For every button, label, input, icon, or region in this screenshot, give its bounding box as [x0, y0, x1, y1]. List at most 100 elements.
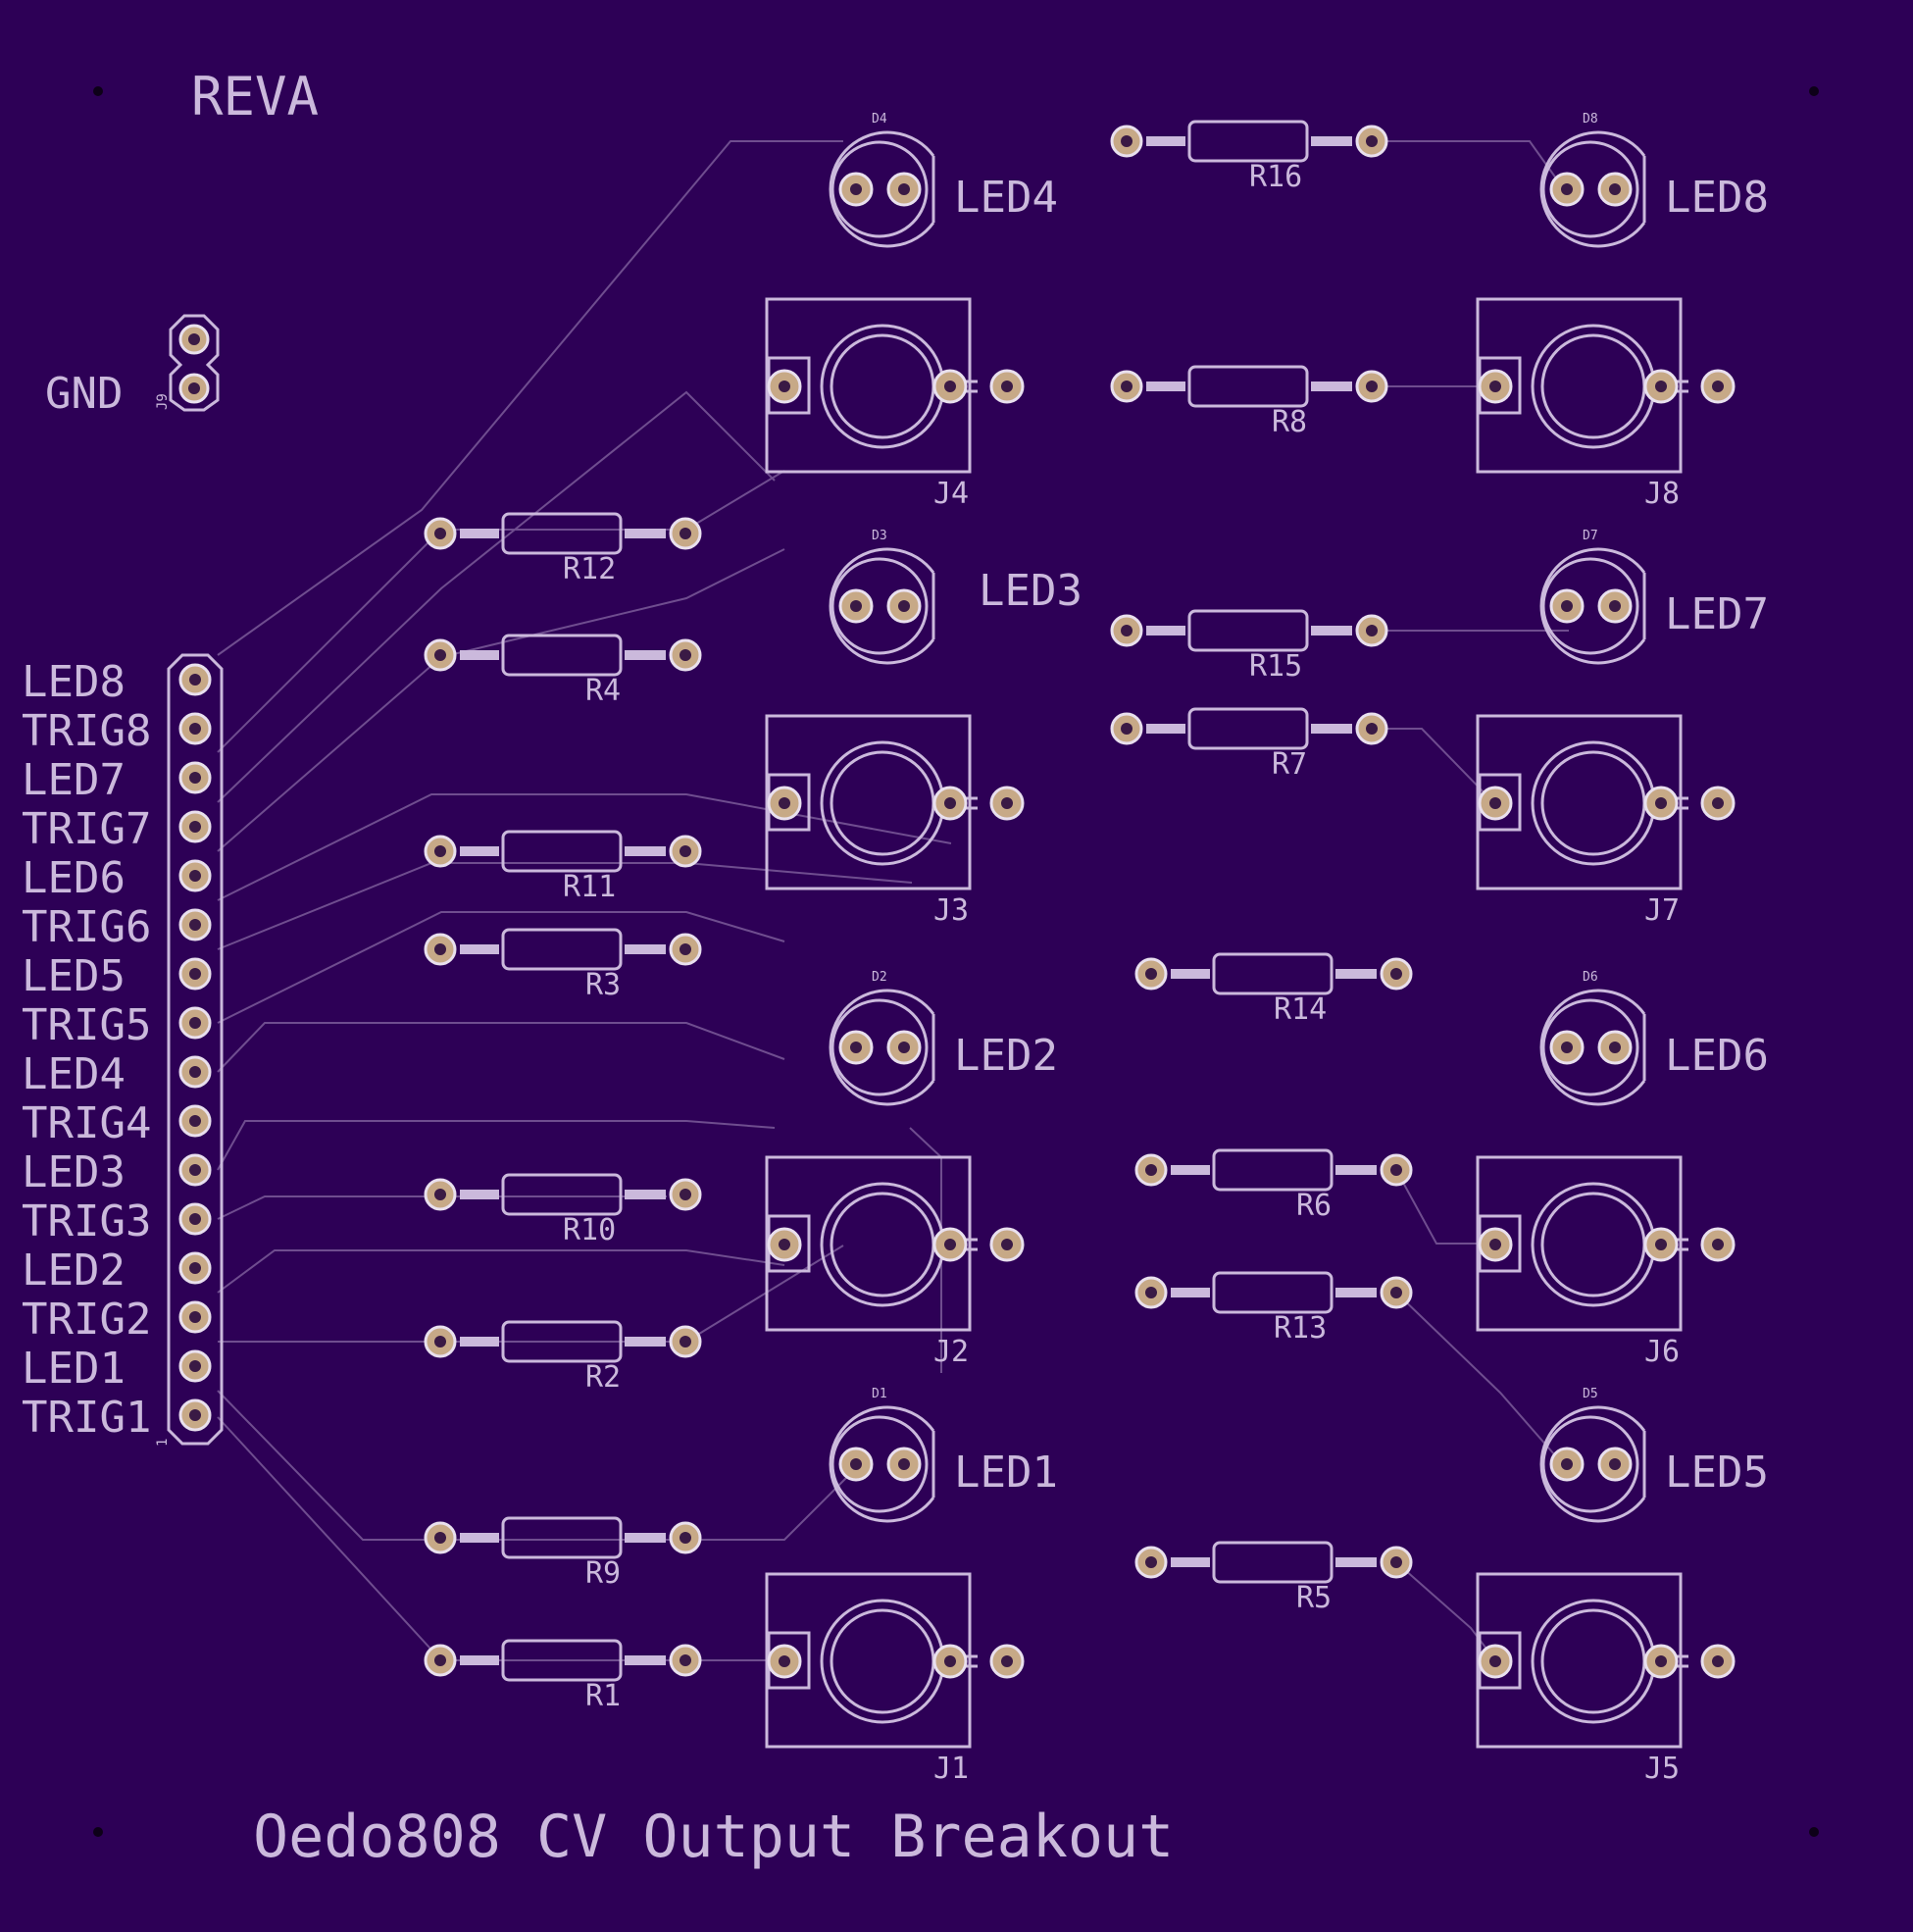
resistor-component: R3 — [424, 928, 702, 1002]
jack-component: J2 — [765, 1155, 1025, 1369]
resistor-body — [1187, 609, 1309, 652]
jack-outline — [765, 714, 972, 890]
led-ref: D1 — [872, 1387, 887, 1401]
resistor-component: R8 — [1110, 365, 1388, 439]
trace — [217, 911, 785, 1024]
pad-hole — [680, 649, 691, 661]
led-label: LED3 — [979, 566, 1082, 616]
resistor-component: R13 — [1134, 1271, 1413, 1346]
pad-hole — [1489, 1655, 1501, 1667]
trace — [217, 793, 952, 901]
header-pin: TRIG1 — [22, 1393, 212, 1443]
led-outline — [829, 547, 935, 665]
mounting-hole — [93, 1827, 103, 1837]
header-pin: TRIG6 — [22, 902, 212, 952]
pad-hole — [1561, 600, 1573, 612]
pad-hole — [944, 381, 956, 392]
pad-hole — [434, 943, 446, 955]
resistor-ref: R6 — [1296, 1189, 1332, 1223]
header-pin: TRIG8 — [22, 706, 212, 756]
pad-hole — [944, 1655, 956, 1667]
resistor-ref: R4 — [585, 674, 621, 708]
resistor-ref: R1 — [585, 1679, 621, 1713]
pad-hole — [434, 649, 446, 661]
pad-hole — [898, 183, 910, 195]
resistor-body — [501, 1320, 623, 1363]
mounting-hole — [1809, 1827, 1819, 1837]
header-pin-label: TRIG2 — [22, 1295, 151, 1345]
led-outline — [1539, 547, 1646, 665]
jack-ref: J5 — [1644, 1752, 1680, 1786]
led-outline — [1539, 1405, 1646, 1523]
pad-hole — [850, 1042, 862, 1053]
resistor-body — [1187, 365, 1309, 408]
pad-hole — [850, 183, 862, 195]
pad-hole — [434, 1336, 446, 1347]
pad-hole — [1001, 1239, 1013, 1250]
resistor-body — [1187, 120, 1309, 163]
pad-hole — [1390, 1287, 1402, 1298]
pad-hole — [1366, 135, 1378, 147]
pad-hole — [850, 600, 862, 612]
pad-hole — [1655, 381, 1667, 392]
pad-hole — [1561, 183, 1573, 195]
jack-component: J1 — [765, 1572, 1025, 1786]
pad-hole — [189, 919, 201, 931]
pad-hole — [1655, 797, 1667, 809]
jack-outline — [765, 297, 972, 474]
resistor-ref: R12 — [563, 552, 616, 586]
led-label: LED7 — [1665, 589, 1769, 639]
pad-hole — [189, 674, 201, 686]
resistor-component: R1 — [424, 1639, 702, 1713]
pad-hole — [1561, 1458, 1573, 1470]
led-inner-ring — [1541, 557, 1639, 655]
pad-hole — [944, 1239, 956, 1250]
trace — [217, 470, 785, 753]
led-ref: D4 — [872, 112, 887, 127]
jack-ref: J2 — [933, 1335, 969, 1369]
pad-hole — [189, 723, 201, 735]
resistor-component: R7 — [1110, 707, 1388, 782]
pad-hole — [434, 1532, 446, 1544]
resistor-ref: R7 — [1272, 747, 1307, 782]
pad-hole — [1609, 183, 1621, 195]
jack-outline — [1476, 1572, 1683, 1749]
pad-hole — [1121, 723, 1133, 735]
jack-ref: J7 — [1644, 893, 1680, 928]
resistor-ref: R16 — [1249, 160, 1302, 194]
pad-hole — [779, 797, 790, 809]
resistor-component: R4 — [424, 634, 702, 708]
header-pin-label: LED7 — [22, 755, 126, 805]
trace — [217, 390, 776, 803]
led-ref: D5 — [1583, 1387, 1598, 1401]
resistor-component: R10 — [424, 1173, 702, 1247]
jack-component: J3 — [765, 714, 1025, 928]
resistor-body — [1212, 1541, 1334, 1584]
resistor-body — [501, 634, 623, 677]
jack-outline — [765, 1155, 972, 1332]
revision-label: REVA — [191, 66, 319, 127]
pad-hole — [1390, 1556, 1402, 1568]
jack-component: J4 — [765, 297, 1025, 511]
header-pin-label: TRIG3 — [22, 1196, 151, 1246]
resistor-component: R14 — [1134, 952, 1413, 1027]
header-pin-label: LED4 — [22, 1049, 126, 1099]
resistor-component: R11 — [424, 830, 702, 904]
header-pin: LED4 — [22, 1049, 212, 1099]
gnd-pad-hole — [188, 333, 200, 345]
pad-hole — [1366, 723, 1378, 735]
led-label: LED5 — [1665, 1448, 1769, 1498]
header-pin: TRIG5 — [22, 1000, 212, 1050]
header-pin: LED7 — [22, 755, 212, 805]
header-pin: TRIG3 — [22, 1196, 212, 1246]
led-ref: D8 — [1583, 112, 1598, 127]
pad-hole — [1609, 1042, 1621, 1053]
pad-hole — [1712, 1239, 1724, 1250]
led-label: LED8 — [1665, 173, 1769, 223]
resistor-component: R15 — [1110, 609, 1388, 684]
